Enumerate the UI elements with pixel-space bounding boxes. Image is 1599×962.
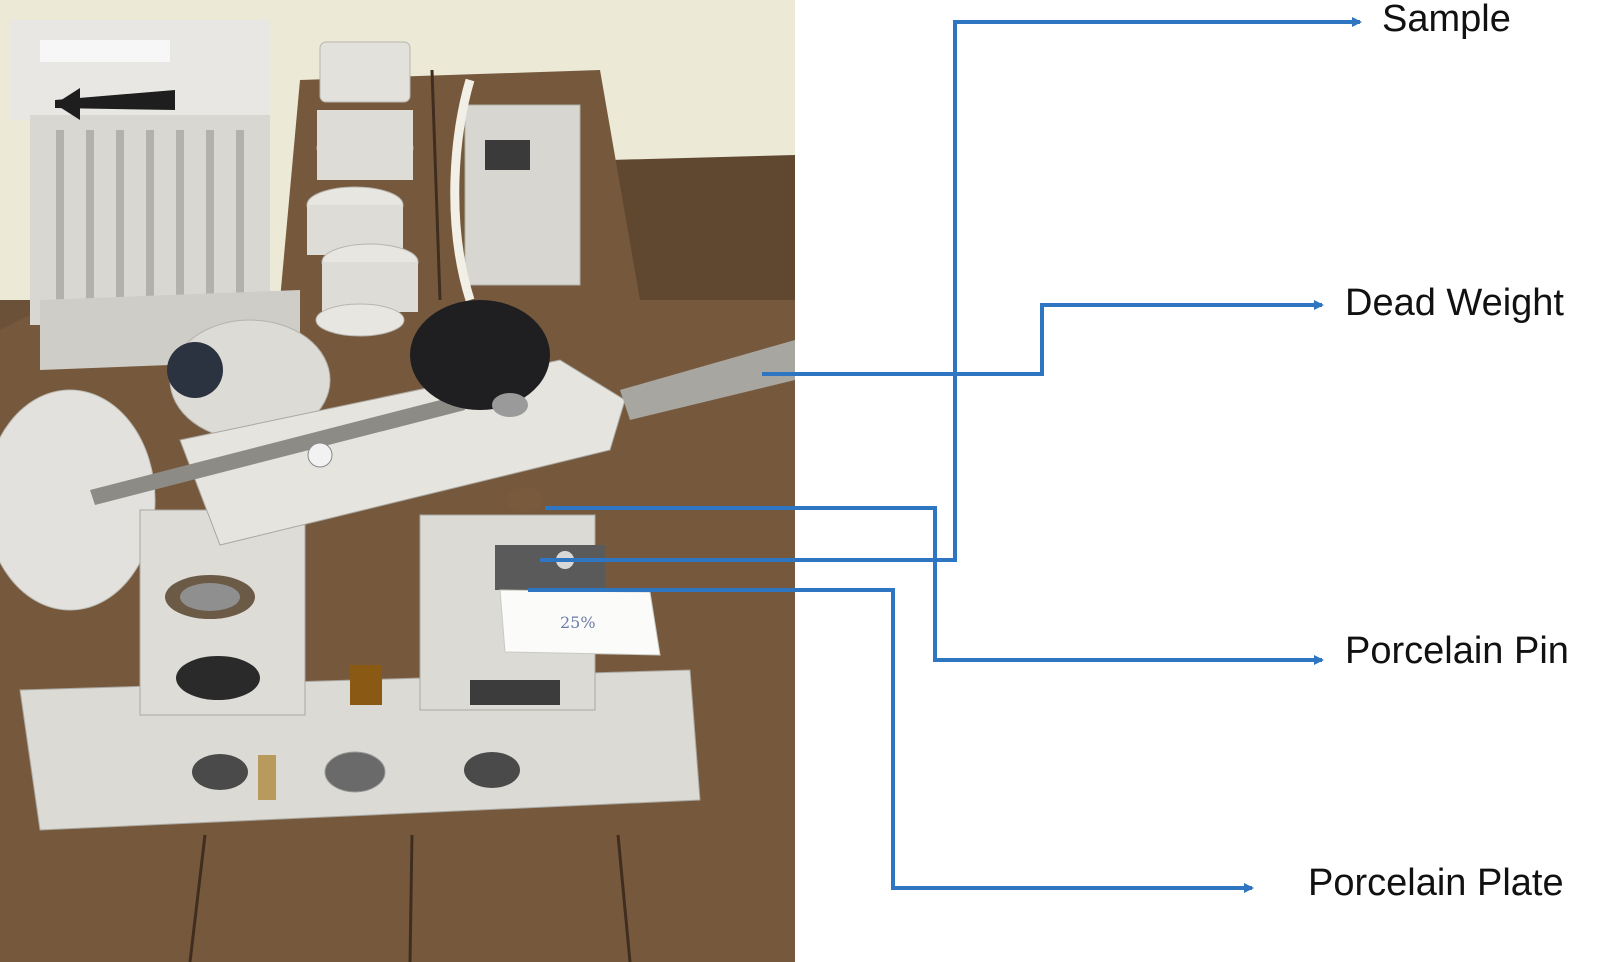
- label-porcelain-pin: Porcelain Pin: [1345, 630, 1569, 672]
- apparatus-photo: 25%: [0, 0, 795, 962]
- leader-line-dead-weight: [762, 300, 1324, 376]
- pin-on-disc-tester-illustration: 25%: [0, 0, 795, 962]
- motor: [10, 20, 270, 325]
- wood-seam: [188, 834, 207, 962]
- dead-weight-stack: [306, 41, 581, 337]
- label-dead-weight: Dead Weight: [1345, 282, 1564, 324]
- direction-arrow-icon: [55, 90, 175, 110]
- label-porcelain-plate: Porcelain Plate: [1308, 862, 1564, 904]
- wood-seam: [430, 69, 442, 301]
- wood-seam: [408, 834, 414, 962]
- porcelain-pin-tip: [507, 488, 543, 512]
- motor-sticker: [40, 40, 170, 62]
- label-sample: Sample: [1382, 0, 1511, 40]
- sample-card-text: 25%: [560, 613, 596, 632]
- rotating-disc-housing: [0, 319, 331, 611]
- sample-label-card: 25%: [499, 589, 661, 656]
- clamp-knob: [410, 300, 550, 410]
